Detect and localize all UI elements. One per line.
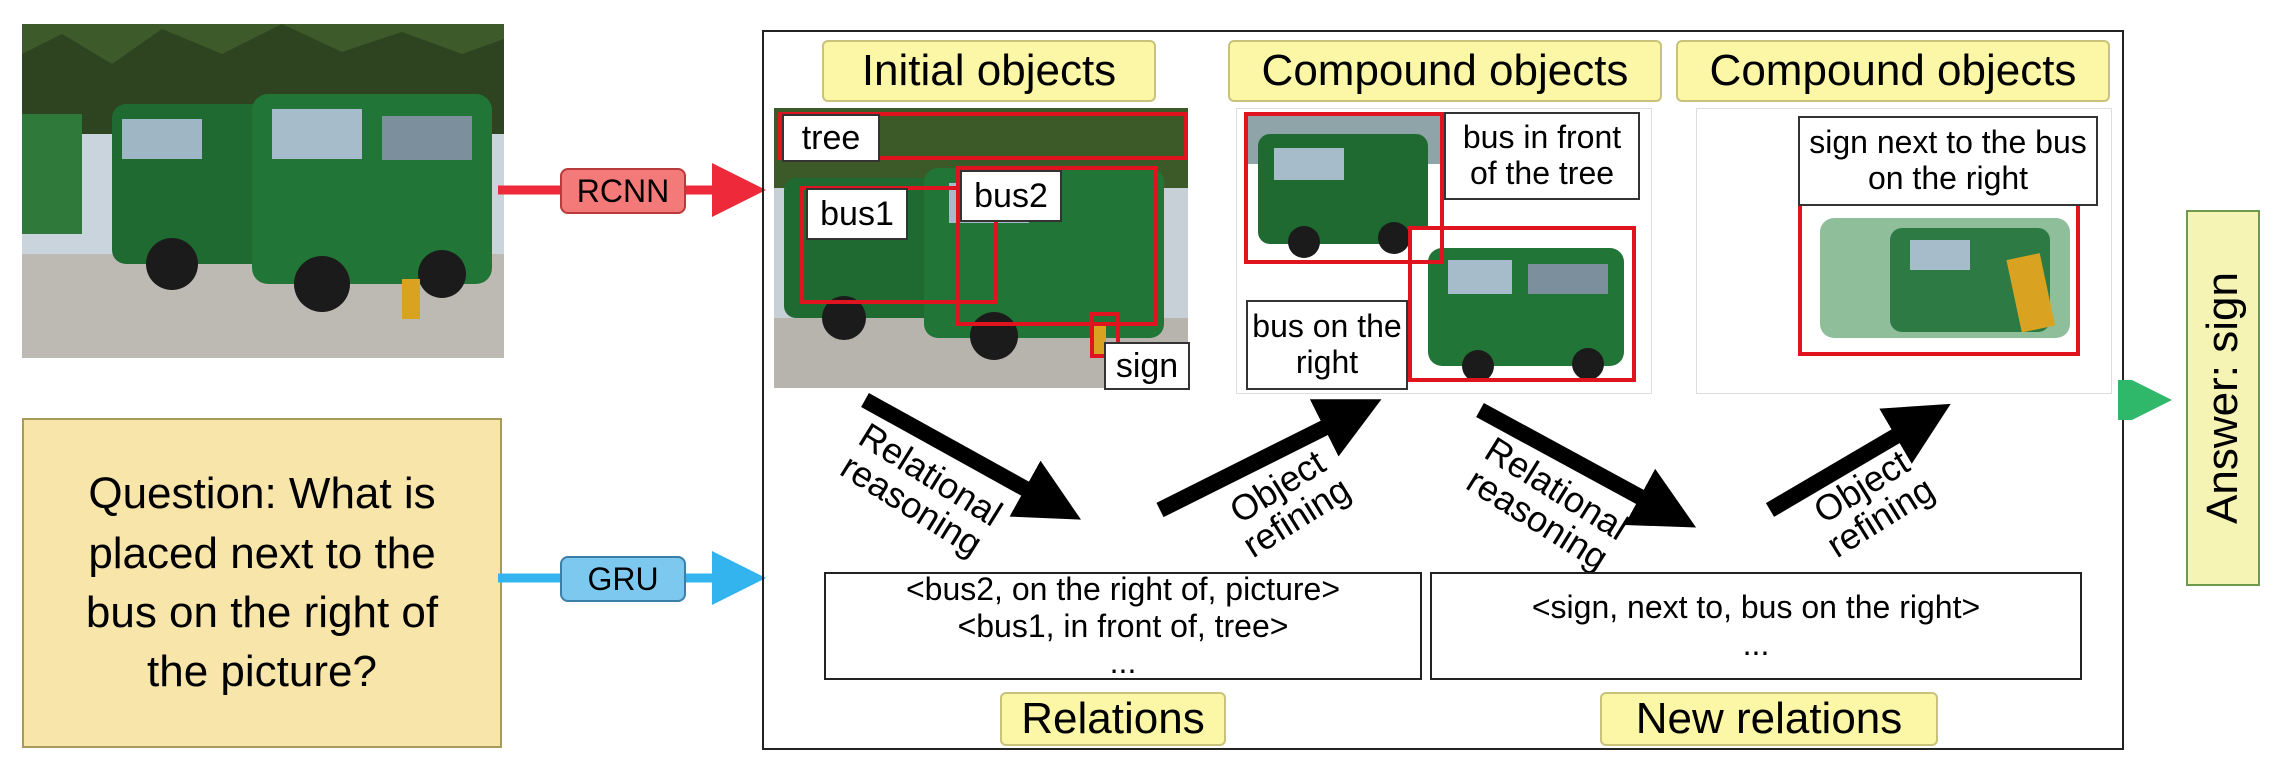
object-refining-arrow-1 (1156, 399, 1382, 518)
relational-reasoning-arrow-2 (1476, 402, 1697, 528)
bus2-detection-box (956, 166, 1158, 326)
compound-objects-title-1: Compound objects (1228, 40, 1662, 102)
relation-line-3: ... (1109, 644, 1137, 681)
answer-box: Answer: sign (2186, 210, 2260, 586)
initial-objects-title: Initial objects (822, 40, 1156, 102)
new-relation-line-1: <sign, next to, bus on the right> (1531, 589, 1981, 626)
rcnn-module: RCNN (560, 168, 686, 214)
relations-box: <bus2, on the right of, picture> <bus1, … (824, 570, 1422, 681)
new-relations-title: New relations (1600, 692, 1938, 746)
sign-next-bus-box (1798, 202, 2080, 356)
bus-front-tree-crop (1244, 114, 1440, 262)
bus-right-label: bus on the right (1246, 300, 1408, 390)
sign-next-bus-crop (1800, 204, 2078, 354)
bus1-label: bus1 (806, 188, 908, 240)
operation-arrows (861, 393, 1951, 528)
gru-module: GRU (560, 556, 686, 602)
relations-title: Relations (1000, 692, 1226, 746)
new-relation-line-2: ... (1742, 626, 1770, 662)
tree-detection-box (778, 112, 1188, 160)
bus-right-crop (1408, 228, 1634, 380)
sign-next-bus-label: sign next to the bus on the right (1798, 116, 2098, 206)
answer-text: Answer: sign (2198, 272, 2248, 524)
tree-label: tree (782, 114, 880, 162)
question-box: Question: What is placed next to the bus… (22, 418, 502, 748)
bus2-label: bus2 (960, 170, 1062, 222)
bus-right-box (1408, 226, 1636, 382)
input-bus-photo (22, 24, 504, 358)
question-text: Question: What is placed next to the bus… (85, 469, 439, 697)
relational-reasoning-arrow-1 (861, 393, 1081, 520)
bus-front-tree-label: bus in front of the tree (1444, 112, 1640, 200)
relation-line-2: <bus1, in front of, tree> (957, 607, 1289, 644)
sign-label: sign (1104, 342, 1190, 390)
relation-line-1: <bus2, on the right of, picture> (905, 570, 1341, 607)
new-relations-box: <sign, next to, bus on the right> ... (1430, 572, 2082, 680)
compound-objects-title-2: Compound objects (1676, 40, 2110, 102)
left-arrows (498, 163, 766, 605)
bus-front-tree-box (1244, 112, 1444, 264)
object-refining-arrow-2 (1765, 403, 1951, 517)
answer-arrow (2118, 380, 2172, 420)
